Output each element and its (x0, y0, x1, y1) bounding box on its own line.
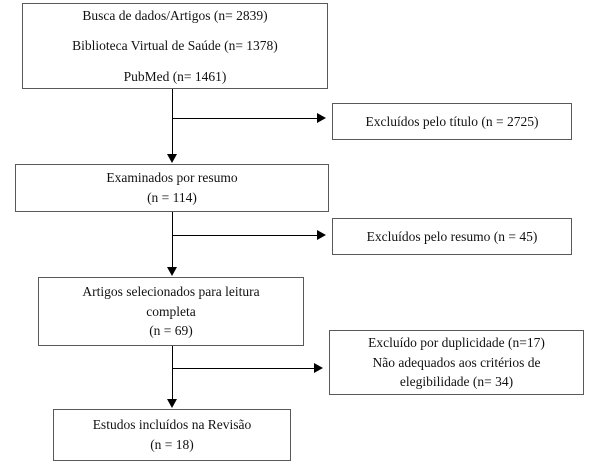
excluded-by-title-box: Excluídos pelo título (n = 2725) (332, 103, 572, 140)
screened-count: (n = 114) (147, 190, 197, 205)
excluded-duplicate-line-1: Excluído por duplicidade (n=17) (368, 335, 545, 351)
fulltext-to-included-arrowhead-icon (167, 399, 177, 408)
included-count: (n = 18) (150, 437, 194, 452)
excluded-abstract-label: Excluídos pelo resumo (n = 45) (366, 228, 538, 244)
full-text-label-2: completa (146, 303, 196, 319)
sources-to-excluded-title-connector-line (172, 118, 318, 119)
sources-to-excluded-title-arrowhead-icon (317, 112, 326, 123)
sources-to-screened-connector-line (172, 89, 173, 155)
sources-to-screened-arrowhead-icon (167, 154, 177, 163)
sources-line-3: PubMed (n= 1461) (123, 68, 227, 84)
screened-label: Examinados por resumo (106, 170, 238, 186)
excluded-duplicate-line-3: elegibilidade (n= 34) (399, 374, 514, 390)
sources-line-1: Busca de dados/Artigos (n= 2839) (82, 7, 268, 23)
full-text-count: (n = 69) (149, 323, 193, 339)
sources-line-2: Biblioteca Virtual de Saúde (n= 1378) (72, 38, 278, 54)
included-label: Estudos incluídos na Revisão (92, 417, 252, 433)
screened-to-fulltext-arrowhead-icon (167, 267, 177, 276)
excluded-title-label: Excluídos pelo título (n = 2725) (365, 113, 539, 129)
full-text-selected-box: Artigos selecionados para leitura comple… (38, 277, 304, 346)
fulltext-to-excluded-duplicate-connector-line (172, 368, 315, 369)
sources-box: Busca de dados/Artigos (n= 2839) Bibliot… (22, 3, 328, 89)
screened-to-excluded-abstract-connector-line (172, 235, 318, 236)
excluded-by-abstract-box: Excluídos pelo resumo (n = 45) (332, 218, 572, 255)
excluded-duplicate-eligibility-box: Excluído por duplicidade (n=17) Não adeq… (329, 330, 584, 395)
included-studies-box: Estudos incluídos na Revisão (n = 18) (53, 409, 291, 461)
fulltext-to-excluded-duplicate-arrowhead-icon (314, 362, 323, 373)
screened-to-excluded-abstract-arrowhead-icon (317, 229, 326, 240)
excluded-duplicate-line-2: Não adequados aos critérios de (372, 354, 541, 370)
fulltext-to-included-connector-line (172, 346, 173, 400)
screened-by-abstract-box: Examinados por resumo (n = 114) (15, 164, 329, 212)
screened-to-fulltext-connector-line (172, 212, 173, 268)
full-text-label-1: Artigos selecionados para leitura (82, 284, 260, 300)
